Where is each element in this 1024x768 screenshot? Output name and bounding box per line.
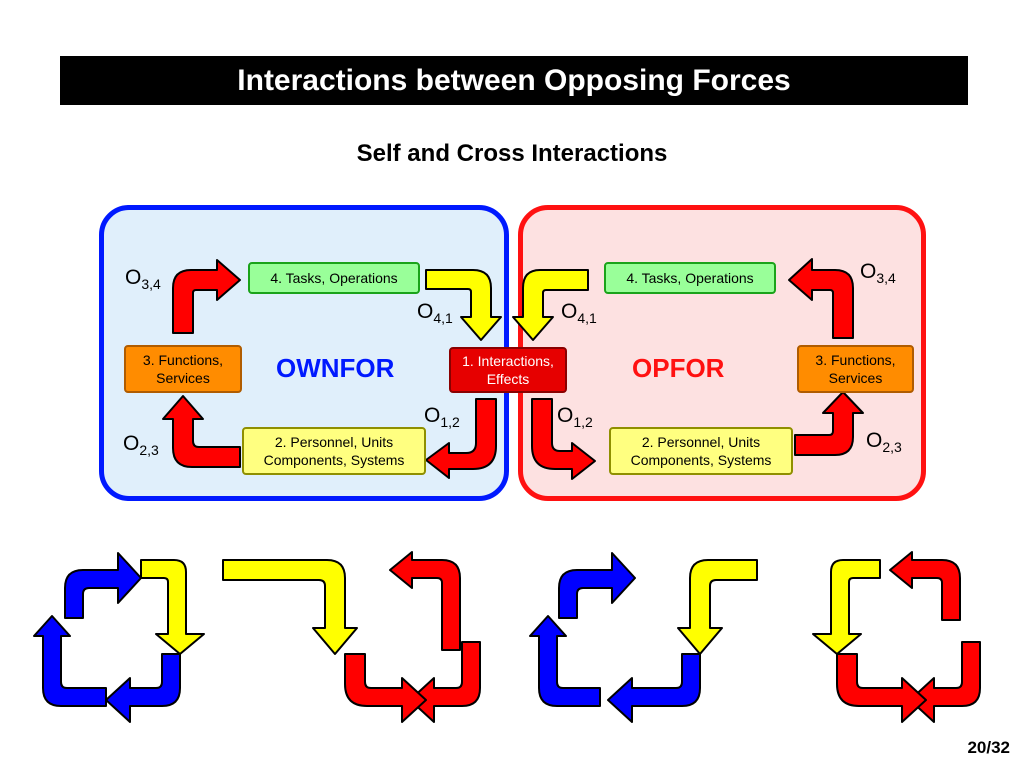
bottom-2-red-top-arrow — [389, 551, 461, 651]
bottom-3-yellow-arrow — [677, 559, 758, 655]
opfor-o12-arrow — [531, 398, 596, 480]
ownfor-functions-box: 3. Functions, Services — [124, 345, 242, 393]
ownfor-personnel-box: 2. Personnel, Units Components, Systems — [242, 427, 426, 475]
bottom-4-red-right-arrow — [909, 641, 981, 723]
bottom-1-blue-right-arrow — [105, 653, 181, 723]
bottom-4-yellow-arrow — [812, 559, 881, 655]
interactions-effects-box: 1. Interactions, Effects — [449, 347, 567, 393]
bottom-2-yellow-arrow — [222, 559, 358, 655]
ownfor-label: OWNFOR — [276, 353, 395, 383]
bottom-3-blue-left-arrow — [529, 615, 601, 707]
opfor-o41-label: O4,1 — [561, 300, 597, 327]
slide-subtitle: Self and Cross Interactions — [356, 140, 668, 167]
bottom-3-blue-right-arrow — [607, 653, 701, 723]
opfor-o23-arrow — [794, 391, 864, 456]
ownfor-tasks-box: 4. Tasks, Operations — [248, 262, 420, 294]
bottom-3-blue-top-arrow — [558, 552, 636, 619]
slide-title: Interactions between Opposing Forces — [60, 56, 968, 105]
bottom-1-blue-top-arrow — [64, 552, 142, 619]
ownfor-o34-arrow — [172, 259, 241, 334]
ownfor-o23-arrow — [162, 395, 241, 468]
bottom-4-red-top-arrow — [889, 551, 961, 621]
ownfor-o12-label: O1,2 — [424, 404, 460, 431]
bottom-2-red-right-arrow — [409, 641, 481, 723]
opfor-functions-box: 3. Functions, Services — [797, 345, 914, 393]
bottom-2-red-bottom-arrow — [344, 653, 427, 723]
ownfor-o34-label: O3,4 — [125, 266, 161, 293]
ownfor-o41-arrow — [425, 269, 502, 341]
bottom-1-blue-left-arrow — [33, 615, 107, 707]
ownfor-o41-label: O4,1 — [417, 300, 453, 327]
opfor-o12-label: O1,2 — [557, 404, 593, 431]
opfor-o23-label: O2,3 — [866, 429, 902, 456]
opfor-personnel-box: 2. Personnel, Units Components, Systems — [609, 427, 793, 475]
page-number: 20/32 — [967, 738, 1010, 757]
opfor-label: OPFOR — [632, 353, 725, 383]
opfor-o34-arrow — [788, 258, 854, 339]
bottom-1-yellow-arrow — [140, 559, 205, 655]
opfor-o41-arrow — [512, 269, 589, 341]
ownfor-o23-label: O2,3 — [123, 432, 159, 459]
opfor-tasks-box: 4. Tasks, Operations — [604, 262, 776, 294]
opfor-o34-label: O3,4 — [860, 260, 896, 287]
bottom-4-red-bottom-arrow — [836, 653, 927, 723]
ownfor-o12-arrow — [425, 398, 497, 479]
